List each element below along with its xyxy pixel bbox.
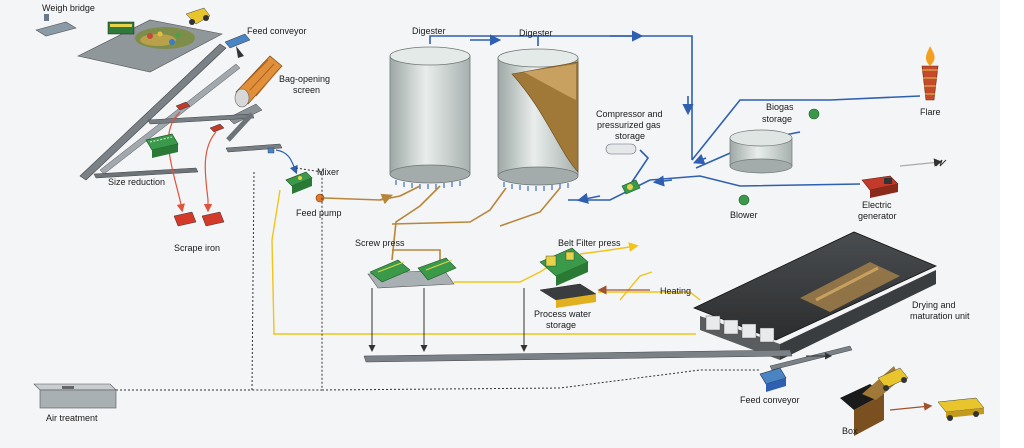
screw-press xyxy=(367,257,457,289)
label-compressor-1: Compressor and xyxy=(596,109,663,119)
label-mixer: Mixer xyxy=(317,167,339,177)
feed-line-to-mixer xyxy=(275,149,298,175)
label-heating: Heating xyxy=(660,286,691,296)
label-feed-conveyor-top: Feed conveyor xyxy=(247,26,307,36)
label-electric-2: generator xyxy=(858,211,897,221)
loader-vehicle xyxy=(877,367,909,391)
weigh-bridge xyxy=(35,14,77,37)
magnetic-separator-1 xyxy=(175,101,191,111)
label-process-water-2: storage xyxy=(546,320,576,330)
label-screw-press: Screw press xyxy=(355,238,405,248)
flare-stack xyxy=(921,46,939,101)
feed-pump xyxy=(315,193,325,203)
feed-conveyor-top xyxy=(224,33,251,58)
label-bag-opening-2: screen xyxy=(293,85,320,95)
air-ducts xyxy=(116,167,760,391)
compressor-gas-storage xyxy=(605,143,637,155)
labels: Weigh bridge Feed conveyor Bag-opening s… xyxy=(42,3,970,436)
mixer xyxy=(285,171,313,194)
compressor xyxy=(621,179,641,195)
label-compressor-2: pressurized gas xyxy=(597,120,661,130)
digester-2-heating-coils xyxy=(503,182,569,191)
label-feed-conveyor-bottom: Feed conveyor xyxy=(740,395,800,405)
digester-1 xyxy=(389,46,471,184)
process-water-storage xyxy=(539,283,597,308)
digester-2 xyxy=(497,48,579,186)
label-electric-1: Electric xyxy=(862,200,892,210)
label-biogas-2: storage xyxy=(762,114,792,124)
feed-conveyor-hopper xyxy=(759,367,787,392)
sorting-conveyor xyxy=(147,113,255,125)
reception-hall xyxy=(77,7,223,73)
magnetic-separator-2 xyxy=(209,123,225,133)
mixer-feed-conveyor xyxy=(225,143,283,153)
scrap-bin-2 xyxy=(201,211,225,227)
biogas-blower xyxy=(808,108,820,120)
scrap-line-2 xyxy=(203,131,217,213)
label-weigh-bridge: Weigh bridge xyxy=(42,3,95,13)
label-air-treatment: Air treatment xyxy=(46,413,98,423)
drop-arrows xyxy=(368,288,528,352)
power-output-line xyxy=(899,158,943,167)
label-digester-2: Digester xyxy=(519,28,553,38)
label-biogas-1: Biogas xyxy=(766,102,794,112)
label-blower: Blower xyxy=(730,210,758,220)
drying-maturation-unit xyxy=(692,231,937,360)
bottom-conveyor xyxy=(363,349,793,363)
biogas-storage xyxy=(729,129,793,174)
label-compressor-3: storage xyxy=(615,131,645,141)
feed-conveyor-lower xyxy=(769,345,853,371)
label-drying-2: maturation unit xyxy=(910,311,970,321)
label-bag-opening-1: Bag-opening xyxy=(279,74,330,84)
level-sensor xyxy=(267,147,275,154)
dump-truck xyxy=(937,397,985,421)
label-box: Box xyxy=(842,426,858,436)
label-process-water-1: Process water xyxy=(534,309,591,319)
label-digester-1: Digester xyxy=(412,26,446,36)
label-size-reduction: Size reduction xyxy=(108,177,165,187)
size-reduction-shredder xyxy=(145,133,179,158)
blower xyxy=(738,194,750,206)
sludge-lines xyxy=(323,185,561,266)
electric-generator xyxy=(861,175,899,198)
label-feed-pump: Feed pump xyxy=(296,208,342,218)
belt-filter-press xyxy=(539,247,589,286)
product-arrow xyxy=(889,402,933,411)
label-drying-1: Drying and xyxy=(912,300,956,310)
lightning-icon xyxy=(935,159,947,167)
label-flare: Flare xyxy=(920,107,941,117)
label-scrape-iron: Scrape iron xyxy=(174,243,220,253)
air-treatment-unit xyxy=(33,383,117,409)
transfer-chute xyxy=(226,112,254,142)
label-belt-filter: Belt Filter press xyxy=(558,238,621,248)
scrap-bin-1 xyxy=(173,211,197,227)
